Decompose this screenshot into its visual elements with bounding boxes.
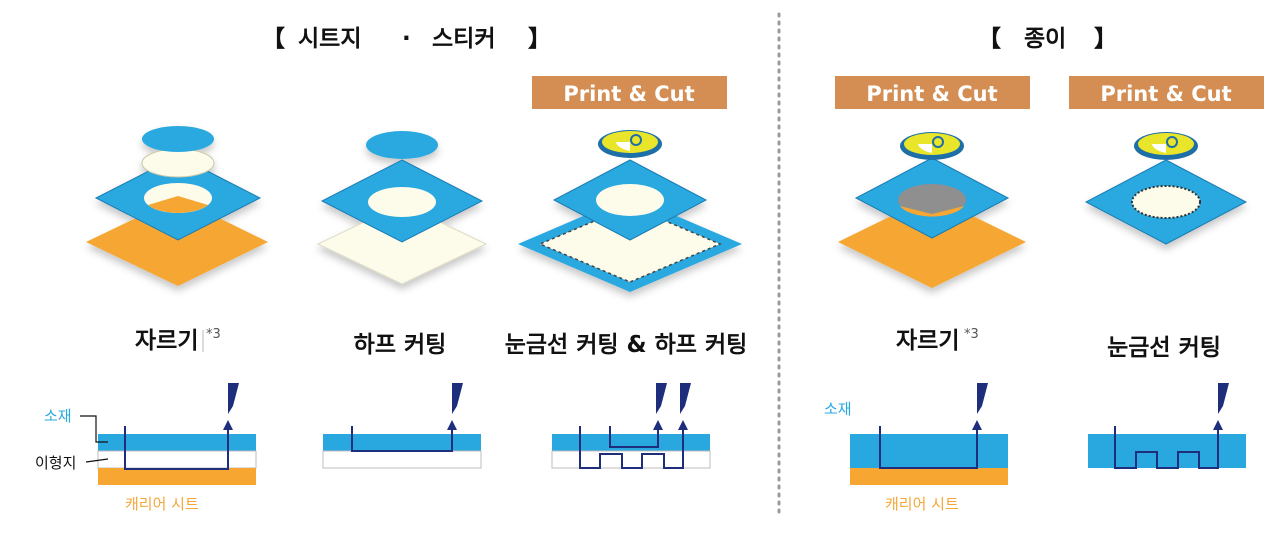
badge-label: Print & Cut [1100,82,1231,106]
header-dot: · [402,26,411,52]
caption-mark-half-cut: 눈금선 커팅 & 하프 커팅 [505,332,748,358]
caption-footnote: *3 [206,327,221,342]
cross-section-paper-mark-cut [1088,383,1246,469]
header-bracket-open: 【 [262,26,285,52]
header-bracket-open: 【 [978,26,1001,52]
header-bracket-close: 】 [528,26,551,52]
caption-half-cut: 하프 커팅 [354,332,447,358]
registration-mark-icon [1134,132,1198,160]
print-cut-badge: Print & Cut [835,76,1030,109]
illustration-sheet-cut [86,126,268,286]
label-carrier-sheet: 캐리어 시트 [125,495,199,513]
print-cut-badge: Print & Cut [532,76,727,109]
cross-section-paper-cut [850,383,1008,485]
label-material: 소재 [824,400,852,418]
registration-mark-icon [900,132,964,160]
header-bracket-close: 】 [1094,26,1117,52]
layer-callouts: 소재 이형지 캐리어 시트 [35,407,199,513]
registration-mark-icon [598,130,662,158]
caption-footnote: *3 [964,327,979,342]
label-carrier-sheet: 캐리어 시트 [885,495,959,513]
illustration-paper-mark-cut [1084,159,1248,245]
arrow-up-icon [653,420,663,430]
caption-paper-mark-cut: 눈금선 커팅 [1107,335,1221,361]
blade-icon [680,383,691,414]
blade-icon [656,383,667,414]
header-word-sticker: 스티커 [432,26,495,52]
badge-label: Print & Cut [866,82,997,106]
caption-sheet-cut: 자르기 [135,328,198,354]
cross-section-sheet-cut [97,383,257,485]
header-word-paper: 종이 [1024,26,1066,52]
header-paper: 【 종이 】 [978,26,1117,52]
arrow-up-icon [223,420,233,430]
print-cut-badge: Print & Cut [1069,76,1264,109]
blade-icon [1218,383,1229,414]
arrow-up-icon [447,420,457,430]
arrow-up-icon [678,420,688,430]
cross-section-half-cut [322,383,482,469]
blade-icon [452,383,463,414]
illustration-half-cut [316,131,488,285]
arrow-up-icon [972,420,982,430]
label-material: 소재 [44,407,72,425]
blade-icon [977,383,988,414]
cross-section-mark-half-cut [551,383,711,469]
label-liner: 이형지 [35,454,76,472]
blade-icon [228,383,239,414]
illustration-paper-cut [838,157,1026,288]
badge-label: Print & Cut [563,82,694,106]
arrow-up-icon [1213,420,1223,430]
caption-paper-cut: 자르기 [896,328,959,354]
header-word-sheet: 시트지 [298,26,361,52]
header-sheet-sticker: 【 시트지 · 스티커 】 [262,26,551,52]
illustration-mark-half-cut [518,159,742,292]
